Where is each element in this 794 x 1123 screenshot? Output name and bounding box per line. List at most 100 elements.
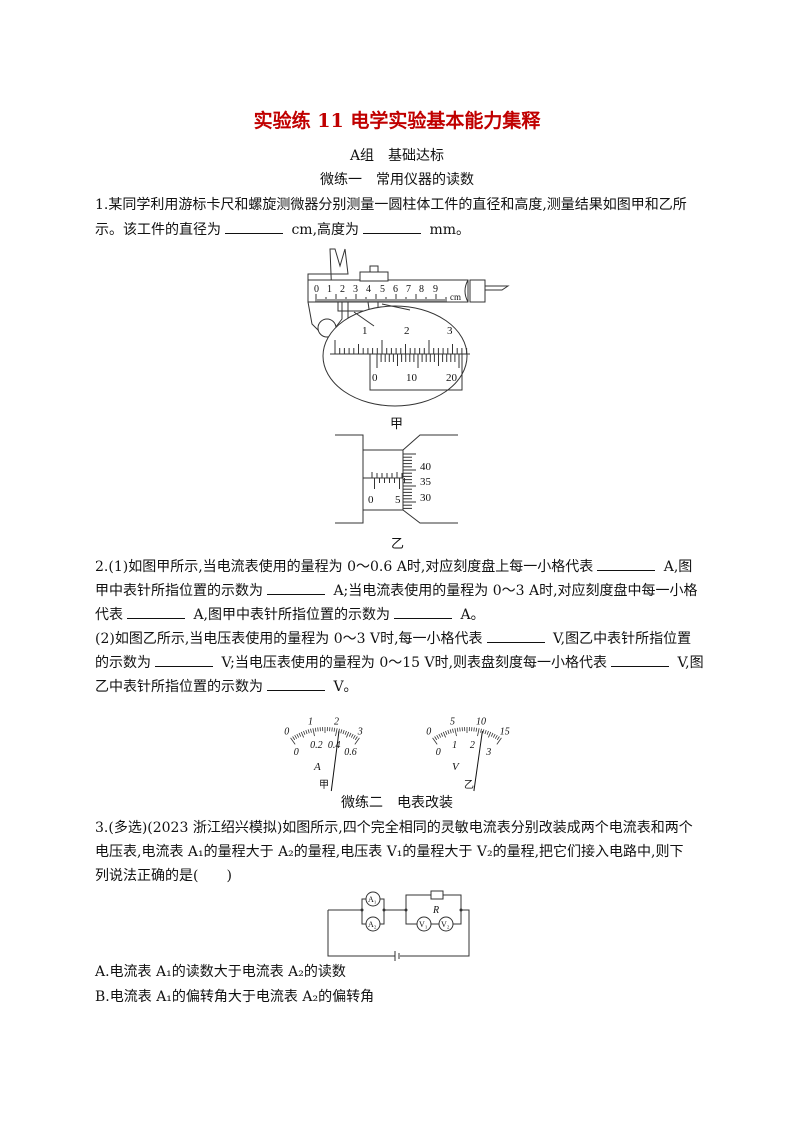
answer-blank[interactable] [267, 580, 325, 595]
dial-tick [340, 729, 343, 734]
inner-label: 0 [436, 747, 441, 758]
inner-label: 3 [485, 747, 491, 758]
q3-line3: 列说法正确的是( ) [95, 868, 232, 884]
inner-label: 1 [452, 740, 457, 751]
micrometer-figure: 0 5 40 35 30 [335, 434, 458, 524]
answer-blank[interactable] [155, 652, 213, 667]
option-b[interactable]: B.电流表 A₁的偏转角大于电流表 A₂的偏转角 [95, 989, 375, 1005]
figure-caption: 甲 [319, 780, 329, 791]
outer-label: 3 [357, 727, 363, 738]
inner-label: 0.4 [328, 740, 341, 751]
main-scale-label: 9 [433, 284, 438, 295]
dial-tick [352, 735, 356, 739]
inner-label: 0.2 [310, 740, 323, 751]
dial-tick [456, 727, 459, 732]
dial-tick [490, 732, 494, 737]
text: 的示数为 [95, 655, 151, 671]
dial-tick [303, 730, 306, 735]
outer-label: 2 [334, 716, 339, 727]
sleeve-label: 5 [395, 494, 401, 506]
text: A,图 [659, 559, 693, 575]
vernier-label: 20 [446, 372, 458, 384]
text: V,图 [673, 655, 704, 671]
answer-blank[interactable] [267, 676, 325, 691]
answer-blank[interactable] [597, 556, 656, 571]
voltmeter-dial: 0 5 10 15 0 1 2 3 V 乙 [426, 716, 510, 792]
dial-tick [484, 730, 487, 735]
main-scale-label: 8 [419, 284, 424, 295]
dial-tick [342, 730, 345, 735]
dial-tick [354, 737, 360, 745]
dial-tick [449, 729, 452, 734]
text: V,图乙中表针所指位置 [548, 631, 692, 647]
dial-tick [296, 733, 300, 738]
dial-tick [294, 735, 298, 739]
outer-label: 1 [308, 716, 313, 727]
dial-tick [354, 736, 358, 741]
answer-blank[interactable] [394, 604, 453, 619]
text: 2.(1)如图甲所示,当电流表使用的量程为 0～0.6 A时,对应刻度盘上每一小… [95, 559, 594, 575]
text: 代表 [95, 607, 123, 623]
dial-tick [307, 729, 310, 734]
ammeter-dial: 0 1 2 3 0 0.2 0.4 0.6 A 甲 [284, 716, 363, 792]
main-scale-label: 4 [366, 284, 371, 295]
main-scale-label: 0 [314, 284, 319, 295]
main-scale-label: 6 [393, 284, 398, 295]
meter-symbol: A [313, 761, 321, 773]
zoom-main-label: 3 [447, 325, 453, 337]
q1-line2: 示。该工件的直径为 cm,高度为 mm。 [95, 219, 715, 240]
main-scale-label: 1 [327, 284, 332, 295]
dial-tick [298, 732, 302, 737]
voltmeter-v1-label: V₁ [419, 920, 428, 929]
dial-tick [442, 731, 446, 738]
meter-needle [473, 731, 483, 792]
dial-tick [346, 731, 350, 738]
answer-blank[interactable] [127, 604, 185, 619]
outer-label: 0 [426, 727, 431, 738]
vernier-label: 10 [406, 372, 418, 384]
figure-caption: 乙 [464, 779, 474, 791]
ammeter-a2-label: A₂ [368, 920, 377, 929]
inner-label: 2 [470, 740, 475, 751]
q1-line1: 1.某同学利用游标卡尺和螺旋测微器分别测量一圆柱体工件的直径和高度,测量结果如图… [95, 197, 687, 213]
voltmeter-v2-label: V₂ [441, 920, 450, 929]
q2-line2: 甲中表针所指位置的示数为 A;当电流表使用的量程为 0～3 A时,对应刻度盘中每… [95, 580, 715, 601]
meter-needle [330, 730, 340, 792]
answer-blank[interactable] [225, 219, 283, 234]
dial-tick [436, 735, 440, 739]
dial-tick [335, 728, 338, 737]
dial-tick [454, 728, 457, 737]
outer-label: 0 [284, 727, 289, 738]
dial-tick [494, 735, 498, 739]
q2-line6: 乙中表针所指位置的示数为 V。 [95, 676, 715, 697]
dial-tick [488, 731, 492, 738]
vernier-caliper-figure: 0 1 2 3 4 5 6 7 8 9 cm 1 2 3 0 10 20 [307, 248, 510, 407]
inner-label: 0 [294, 747, 299, 758]
dial-tick [305, 730, 308, 735]
resistor-label: R [432, 905, 439, 916]
text: 乙中表针所指位置的示数为 [95, 679, 263, 695]
group-heading: A组 基础达标 [349, 148, 445, 164]
outer-label: 15 [500, 727, 510, 738]
sleeve-label: 0 [368, 494, 374, 506]
dial-tick [477, 728, 480, 737]
dial-tick [486, 730, 489, 735]
q2-line1: 2.(1)如图甲所示,当电流表使用的量程为 0～0.6 A时,对应刻度盘上每一小… [95, 556, 715, 577]
answer-blank[interactable] [363, 219, 422, 234]
thimble-label: 35 [420, 476, 432, 488]
dial-tick [434, 736, 438, 741]
page-title: 实验练 11 电学实验基本能力集释 [253, 110, 541, 132]
answer-blank[interactable] [486, 628, 545, 643]
text: V。 [329, 679, 358, 695]
answer-blank[interactable] [611, 652, 670, 667]
text: 示。该工件的直径为 [95, 222, 221, 238]
text: 甲中表针所指位置的示数为 [95, 583, 263, 599]
dial-tick [452, 728, 454, 733]
text: mm。 [425, 222, 471, 238]
text: cm,高度为 [287, 222, 360, 238]
unit-label: cm [450, 292, 461, 302]
main-scale-label: 3 [353, 284, 358, 295]
dial-tick [348, 732, 352, 737]
option-a[interactable]: A.电流表 A₁的读数大于电流表 A₂的读数 [95, 964, 346, 980]
